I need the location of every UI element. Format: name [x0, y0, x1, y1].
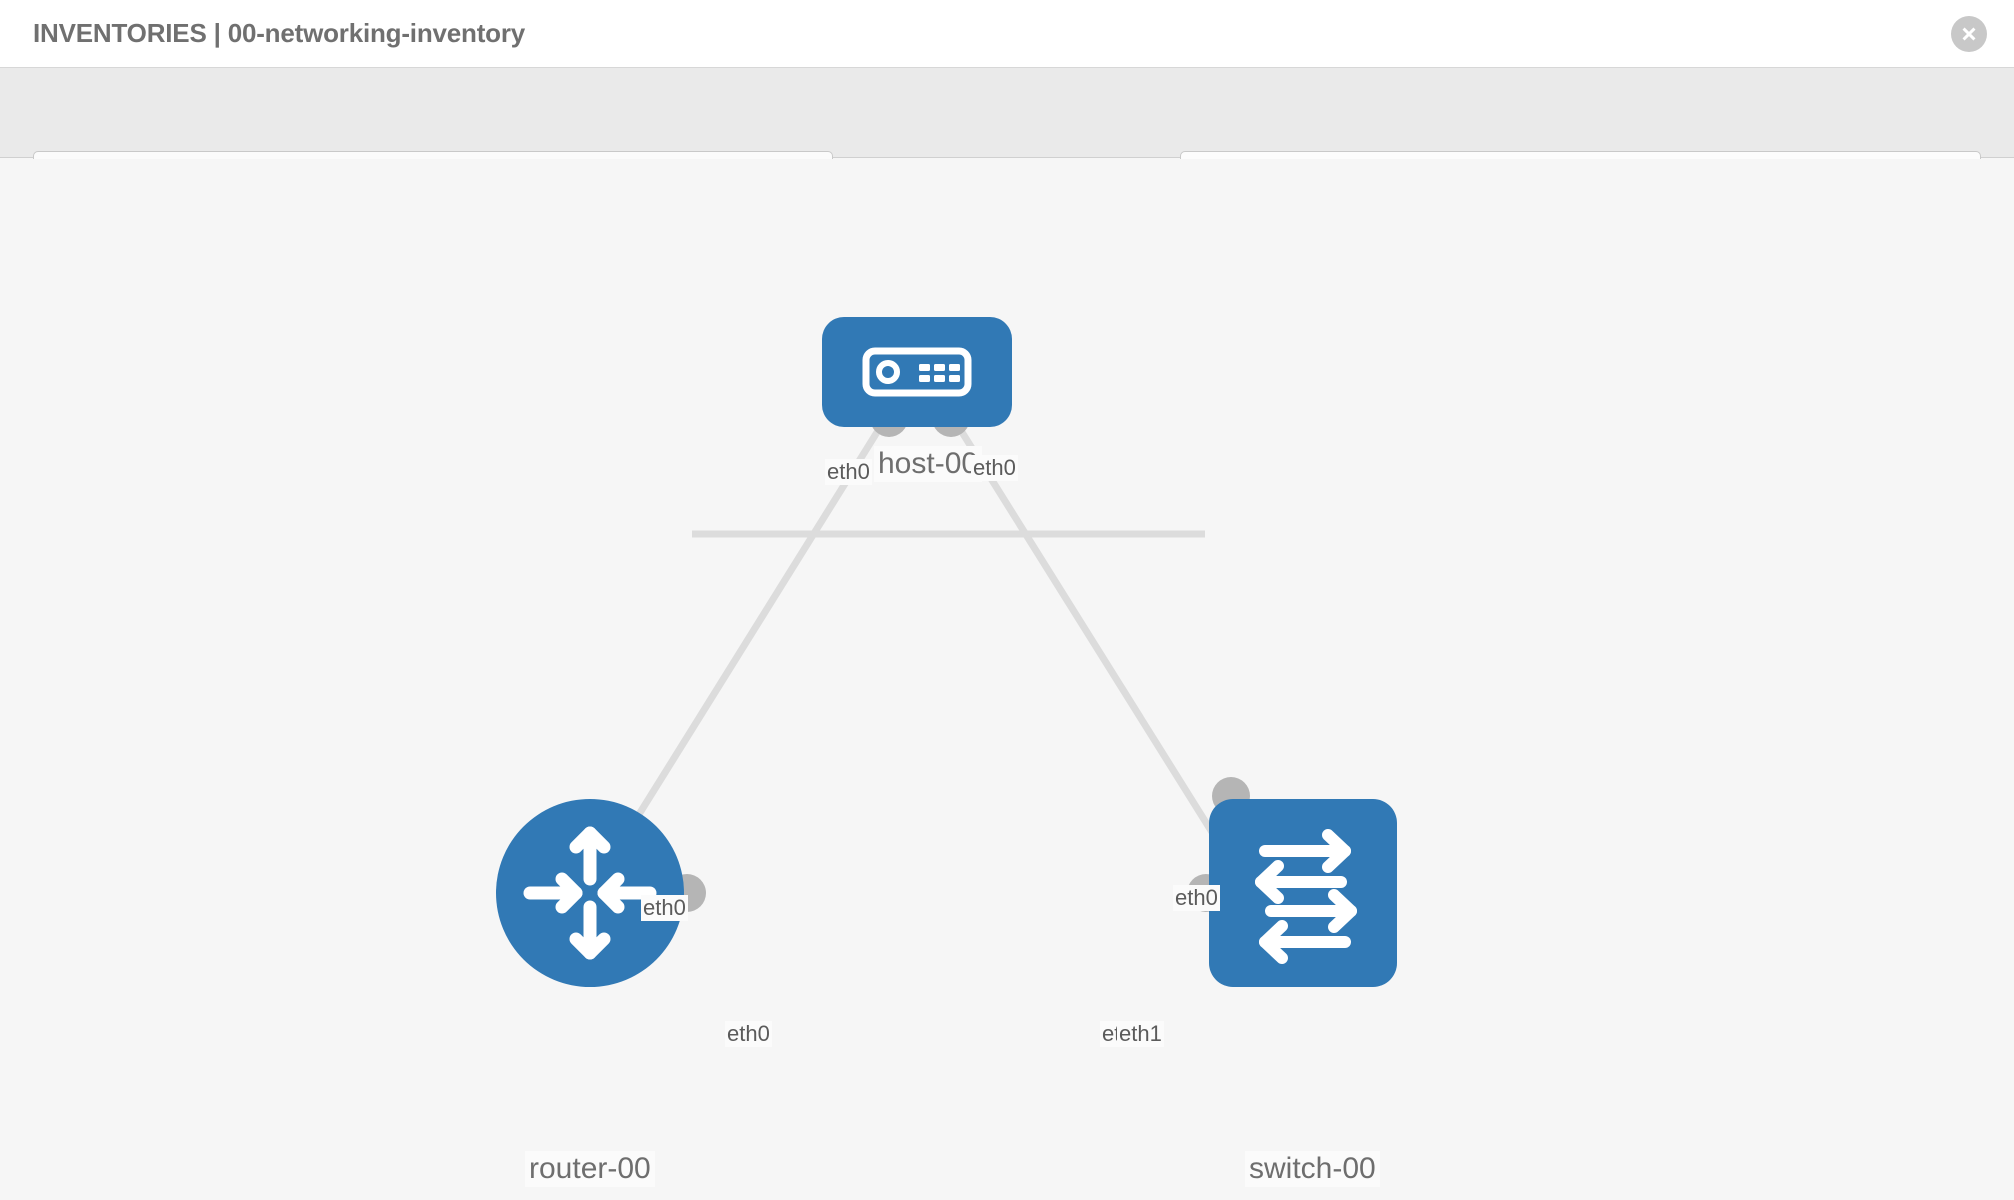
- port-label-router00-eth0-right: eth0: [725, 1021, 772, 1047]
- host-node-shape: [822, 317, 1012, 427]
- router-node-shape: [496, 799, 684, 987]
- port-label-switch00-eth1: eth1: [1117, 1021, 1164, 1047]
- page-title: INVENTORIES | 00-networking-inventory: [33, 18, 526, 48]
- router-four-arrows-icon: [523, 826, 657, 960]
- link-host00-router00: [597, 419, 887, 879]
- node-label-router-00: router-00: [525, 1151, 655, 1187]
- port-label-host00-eth0-left: eth0: [825, 459, 872, 485]
- link-host00-switch00: [952, 419, 1243, 879]
- port-label-router00-eth0-up: eth0: [641, 895, 688, 921]
- port-label-host00-eth0-right: eth0: [971, 455, 1018, 481]
- server-appliance-icon: [862, 347, 972, 397]
- topology-canvas[interactable]: host-00 eth0 eth0: [0, 159, 2014, 1200]
- switch-node-shape: [1209, 799, 1397, 987]
- close-icon[interactable]: [1951, 16, 1987, 52]
- topology-links: [597, 419, 1243, 879]
- node-label-switch-00: switch-00: [1245, 1151, 1380, 1187]
- title-bar: INVENTORIES | 00-networking-inventory: [0, 0, 2014, 68]
- port-label-switch00-eth0-up: eth0: [1173, 885, 1220, 911]
- switch-bidirectional-arrows-icon: [1255, 829, 1357, 964]
- toolbar: ACTIONS SEARCH: [0, 68, 2014, 203]
- node-label-host-00: host-00: [874, 446, 983, 482]
